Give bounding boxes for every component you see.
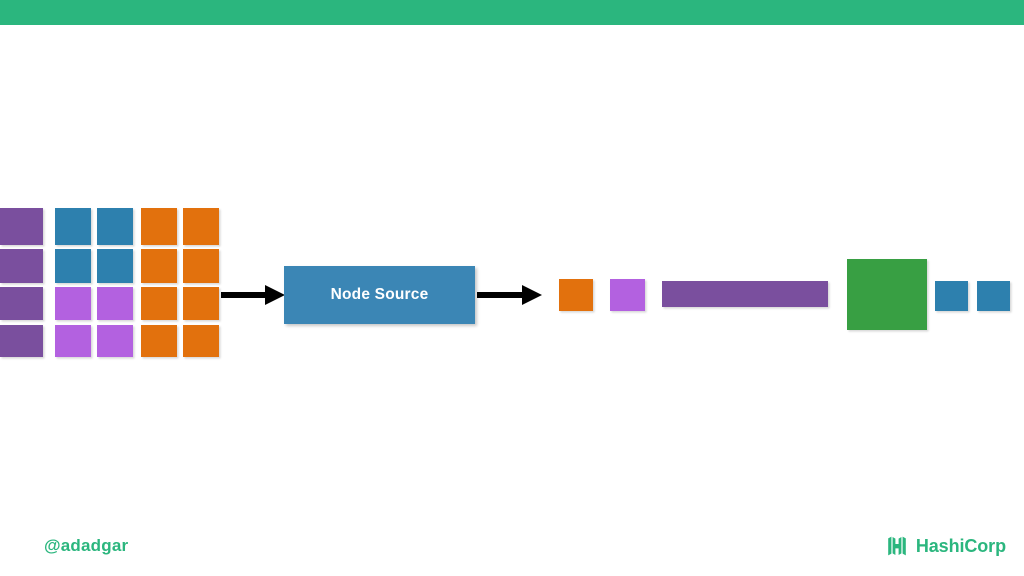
output-block-blue-2 <box>977 281 1010 311</box>
grid-cell <box>97 325 133 357</box>
output-block-blue-1 <box>935 281 968 311</box>
brand-name: HashiCorp <box>915 535 1006 556</box>
grid-cell <box>55 287 91 320</box>
output-block-green <box>847 259 927 330</box>
grid-cell <box>55 325 91 357</box>
grid-cell <box>141 287 177 320</box>
grid-cell <box>183 249 219 283</box>
grid-cell <box>97 287 133 320</box>
grid-cell <box>0 249 43 283</box>
grid-cell <box>55 249 91 283</box>
output-block-dark-purple <box>662 281 828 307</box>
author-handle: @adadgar <box>44 536 129 555</box>
grid-cell <box>0 208 43 245</box>
grid-cell <box>141 325 177 357</box>
output-block-light-purple <box>610 279 645 311</box>
grid-cell <box>0 287 43 320</box>
node-source-box[interactable]: Node Source <box>284 266 475 324</box>
arrow-out-of-node-source <box>477 285 542 305</box>
grid-cell <box>183 287 219 320</box>
output-block-orange <box>559 279 593 311</box>
grid-cell <box>183 208 219 245</box>
grid-cell <box>55 208 91 245</box>
grid-cell <box>97 208 133 245</box>
grid-cell <box>97 249 133 283</box>
top-accent-bar <box>0 0 1024 25</box>
node-source-label: Node Source <box>330 286 429 303</box>
arrow-into-node-source <box>221 285 285 305</box>
grid-cell <box>183 325 219 357</box>
grid-cell <box>0 325 43 357</box>
grid-cell <box>141 249 177 283</box>
hashicorp-logo-icon <box>888 536 906 556</box>
brand-lockup: HashiCorp <box>885 534 1006 558</box>
grid-cell <box>141 208 177 245</box>
